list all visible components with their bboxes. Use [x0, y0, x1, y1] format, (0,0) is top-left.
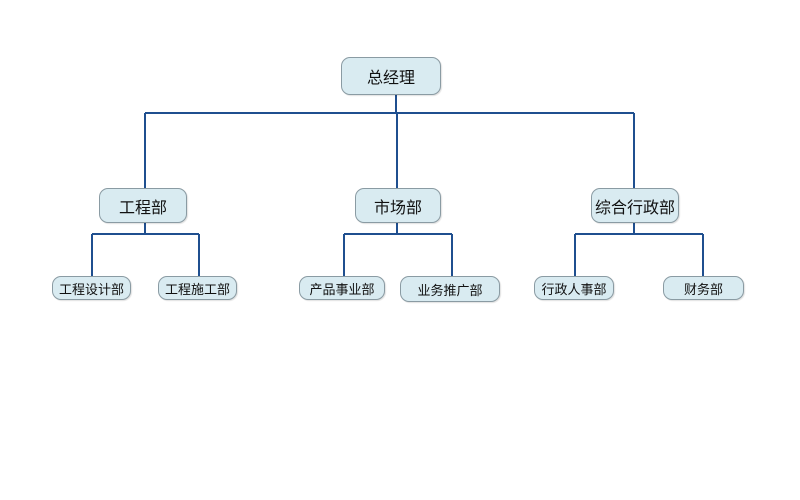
node-sub-engineering-construction: 工程施工部 — [158, 276, 237, 300]
connector-dept-2 — [574, 223, 704, 276]
node-dept-admin: 综合行政部 — [591, 188, 679, 223]
connector-root — [144, 95, 635, 188]
node-sub-finance: 财务部 — [663, 276, 744, 300]
node-sub-product-division: 产品事业部 — [299, 276, 385, 300]
node-dept-marketing: 市场部 — [355, 188, 441, 223]
node-sub-hr-admin: 行政人事部 — [534, 276, 614, 300]
node-sub-engineering-design: 工程设计部 — [52, 276, 131, 300]
connector-dept-0 — [91, 223, 200, 276]
node-sub-business-promotion: 业务推广部 — [400, 276, 500, 302]
node-dept-engineering: 工程部 — [99, 188, 187, 223]
node-general-manager: 总经理 — [341, 57, 441, 95]
connector-dept-1 — [343, 223, 453, 276]
